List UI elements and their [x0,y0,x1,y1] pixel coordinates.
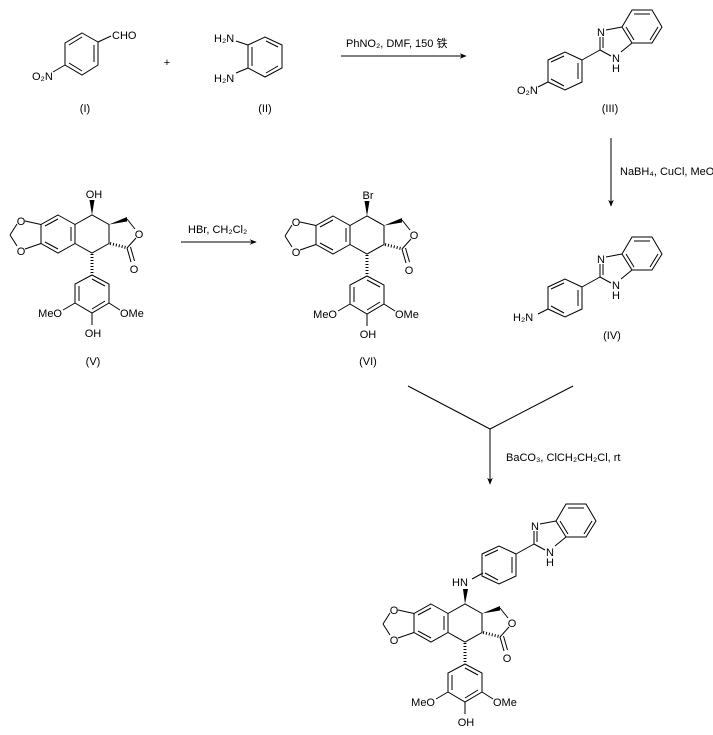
compound-I: CHO O₂N (I) [32,30,137,115]
compound-II: H₂N H₂N (II) [214,33,283,115]
methoxy-left: MeO [313,309,337,321]
carbonyl-oxygen: O [503,653,512,665]
methoxy-right: OMe [395,309,419,321]
reaction-conditions-4: BaCO₃, ClCH₂CH₂Cl, rt [506,452,620,464]
lactone-oxygen: O [410,230,419,242]
compound-V-extras: OH (V) [86,189,103,368]
compound-label-IV: (IV) [603,330,621,342]
plus-sign: + [164,57,170,69]
dioxole-oxygen-top: O [390,605,399,617]
dioxole-oxygen-bottom: O [17,246,26,258]
dioxole-oxygen-top: O [292,217,301,229]
phenol-oh: OH [458,717,475,729]
aldehyde-label: CHO [112,30,137,42]
benzimidazolyl-phenyl: N N H [547,9,663,91]
nh-hydrogen: H [612,290,620,302]
methoxy-right: OMe [493,697,517,709]
compound-label-III: (III) [602,103,619,115]
product-nh-label: HN [452,577,468,589]
reaction-arrow-1: PhNO₂, DMF, 150 铁 [341,37,467,59]
phenol-oh: OH [360,329,377,341]
phenol-oh: OH [85,328,102,340]
methoxy-left: MeO [38,308,62,320]
n1-atom: N [612,53,620,65]
n1-atom: N [612,280,620,292]
carbonyl-oxygen: O [130,264,139,276]
amine-label-bottom: H₂N [214,73,234,85]
benzimidazolyl-phenyl-product: N N H [481,503,597,585]
reaction-conditions-2: NaBH₄, CuCl, MeOH [620,166,713,178]
lactone-oxygen: O [135,229,144,241]
c4-bromine: Br [363,190,374,202]
compound-VI-extras: Br (VI) [359,190,377,368]
amine-label: H₂N [513,312,533,324]
compound-label-I: (I) [80,103,90,115]
reaction-arrow-3: HBr, CH₂Cl₂ [181,224,257,245]
benzimidazolyl-phenyl-IV: N N H [547,236,663,318]
n3-atom: N [597,254,605,266]
podophyllotoxin-core-product: O O O O MeO OMe OH [382,603,517,729]
reaction-conditions-1: PhNO₂, DMF, 150 铁 [346,37,447,50]
compound-label-II: (II) [258,103,271,115]
nh-hydrogen: H [612,63,620,75]
n1-atom: N [546,547,554,559]
reaction-arrow-2: NaBH₄, CuCl, MeOH [608,138,713,207]
n3-atom: N [597,27,605,39]
product-extras: HN [452,572,484,604]
reaction-arrow-4: BaCO₃, ClCH₂CH₂Cl, rt [407,385,620,485]
n3-atom: N [531,521,539,533]
podophyllotoxin-core: O O O O MeO OMe OH [9,214,144,340]
compound-III-extras: O₂N (III) [517,81,619,115]
methoxy-right: OMe [120,308,144,320]
compound-label-V: (V) [86,356,101,368]
lactone-oxygen: O [508,618,517,630]
dioxole-oxygen-top: O [17,216,26,228]
compound-IV-extras: H₂N (IV) [513,308,621,342]
compound-label-VI: (VI) [359,356,377,368]
carbonyl-oxygen: O [405,265,414,277]
methoxy-left: MeO [411,697,435,709]
amine-label-top: H₂N [214,33,234,45]
reaction-conditions-3: HBr, CH₂Cl₂ [188,224,247,236]
nitro-label: O₂N [517,85,538,97]
dioxole-oxygen-bottom: O [292,247,301,259]
dioxole-oxygen-bottom: O [390,635,399,647]
podophyllotoxin-core-VI: O O O O MeO OMe OH [284,215,419,341]
c4-hydroxyl: OH [86,189,103,201]
nh-hydrogen: H [546,557,554,569]
nitro-label: O₂N [32,71,53,83]
